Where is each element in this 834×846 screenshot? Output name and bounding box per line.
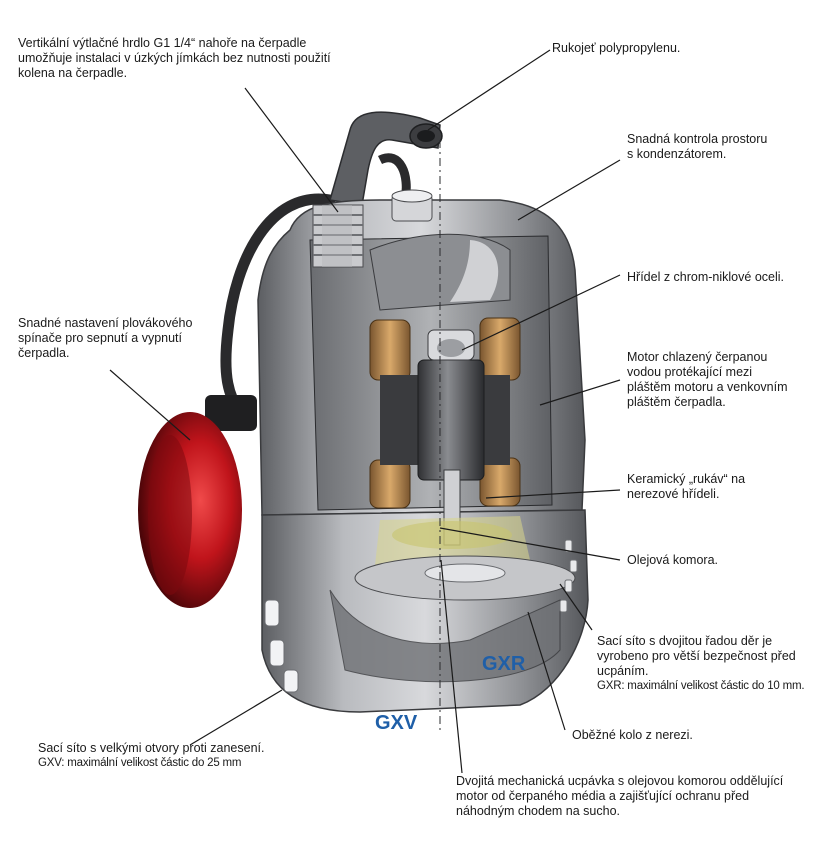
- label-condenser: Snadná kontrola prostoru s kondenzátorem…: [627, 132, 767, 162]
- label-handle: Rukojeť polypropylenu.: [552, 41, 680, 56]
- model-label-gxr: GXR: [482, 653, 526, 675]
- label-motor-line-2: vodou protékající mezi: [627, 365, 753, 379]
- label-screen-gxv: Sací síto s velkými otvory proti zanesen…: [38, 741, 264, 771]
- label-handle-text: Rukojeť polypropylenu.: [552, 41, 681, 55]
- label-impeller: Oběžné kolo z nerezi.: [572, 728, 693, 743]
- label-float-line-2: spínače pro sepnutí a vypnutí: [18, 331, 182, 345]
- label-shaft: Hřídel z chrom-niklové oceli.: [627, 270, 784, 285]
- label-ceramic-line-1: Keramický „rukáv“ na: [627, 472, 746, 486]
- label-oil-text: Olejová komora.: [627, 553, 719, 567]
- model-label-gxv: GXV: [375, 712, 418, 734]
- leader-lines: [109, 49, 621, 774]
- label-screen-gxr-line-3: ucpáním.: [597, 664, 649, 678]
- label-screen-gxr: Sací síto s dvojitou řadou děr je vyrobe…: [597, 634, 815, 694]
- label-condenser-line-1: Snadná kontrola prostoru: [627, 132, 768, 146]
- label-screen-gxr-line-4: GXR: maximální velikost částic do 10 mm.: [597, 680, 805, 692]
- label-outlet-line-3: kolena na čerpadle.: [18, 66, 128, 80]
- label-shaft-text: Hřídel z chrom-niklové oceli.: [627, 270, 784, 284]
- label-float-line-1: Snadné nastavení plovákového: [18, 316, 193, 330]
- threaded-outlet: [312, 204, 364, 268]
- label-screen-gxv-line-2: GXV: maximální velikost částic do 25 mm: [38, 757, 242, 769]
- label-oil: Olejová komora.: [627, 553, 718, 568]
- label-float-line-3: čerpadla.: [18, 346, 70, 360]
- handle: [329, 111, 443, 206]
- label-outlet-line-2: umožňuje instalaci v úzkých jímkách bez …: [18, 51, 331, 65]
- label-screen-gxv-line-1: Sací síto s velkými otvory proti zanesen…: [38, 741, 265, 755]
- label-seal: Dvojitá mechanická ucpávka s olejovou ko…: [456, 774, 808, 819]
- rotor: [417, 329, 485, 481]
- label-seal-line-3: náhodným chodem na sucho.: [456, 804, 620, 818]
- label-screen-gxr-line-1: Sací síto s dvojitou řadou děr je: [597, 634, 773, 648]
- label-seal-line-2: motor od čerpaného média a zajišťující o…: [456, 789, 750, 803]
- label-motor-line-3: pláštěm motoru a venkovním: [627, 380, 788, 394]
- label-motor-line-1: Motor chlazený čerpanou: [627, 350, 768, 364]
- label-float: Snadné nastavení plovákového spínače pro…: [18, 316, 192, 361]
- stator-windings: [369, 317, 521, 509]
- label-impeller-text: Oběžné kolo z nerezi.: [572, 728, 693, 742]
- label-seal-line-1: Dvojitá mechanická ucpávka s olejovou ko…: [456, 774, 784, 788]
- float-switch: [138, 395, 257, 608]
- label-outlet: Vertikální výtlačné hrdlo G1 1/4“ nahoře…: [18, 36, 354, 81]
- label-motor-line-4: pláštěm čerpadla.: [627, 395, 726, 409]
- label-condenser-line-2: s kondenzátorem.: [627, 147, 727, 161]
- label-ceramic: Keramický „rukáv“ na nerezové hřídeli.: [627, 472, 800, 502]
- label-ceramic-line-2: nerezové hřídeli.: [627, 487, 720, 501]
- label-motor: Motor chlazený čerpanou vodou protékajíc…: [627, 350, 800, 410]
- label-outlet-line-1: Vertikální výtlačné hrdlo G1 1/4“ nahoře…: [18, 36, 307, 50]
- label-screen-gxr-line-2: vyrobeno pro větší bezpečnost před: [597, 649, 796, 663]
